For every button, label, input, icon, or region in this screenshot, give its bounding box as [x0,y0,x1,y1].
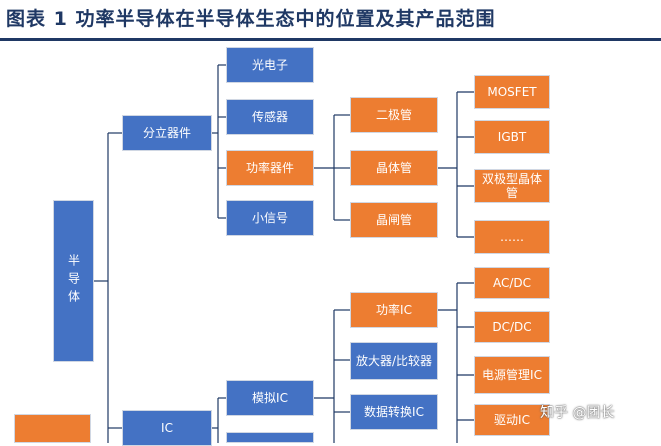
node-ic: IC [122,410,212,446]
figure-title: 图表 1 功率半导体在半导体生态中的位置及其产品范围 [6,8,496,30]
node-amplifier-comparator: 放大器/比较器 [350,342,438,380]
node-data-converter-ic: 数据转换IC [350,394,438,430]
watermark: 知乎 @团长 [540,405,615,421]
node-optoelectronics: 光电子 [226,47,314,83]
node-bipolar-transistor: 双极型晶体管 [474,169,550,203]
node-partial-orange [14,414,91,443]
node-driver-ic: 驱动IC [474,404,550,436]
node-diode: 二极管 [350,97,438,133]
node-dc-dc: DC/DC [474,311,550,343]
node-small-signal: 小信号 [226,200,314,236]
node-thyristor: 晶闸管 [350,202,438,238]
node-ic-partial [226,432,314,443]
node-analog-ic: 模拟IC [226,380,314,416]
node-power-management-ic: 电源管理IC [474,356,550,394]
title-divider [0,38,661,41]
node-ac-dc: AC/DC [474,267,550,299]
node-mosfet: MOSFET [474,75,550,109]
node-discrete-devices: 分立器件 [122,115,212,151]
node-power-device: 功率器件 [226,150,314,186]
node-ellipsis: …… [474,220,550,254]
node-sensor: 传感器 [226,99,314,135]
node-power-ic: 功率IC [350,292,438,328]
node-transistor: 晶体管 [350,150,438,186]
node-igbt: IGBT [474,120,550,154]
node-semiconductor: 半导体 [53,200,94,362]
